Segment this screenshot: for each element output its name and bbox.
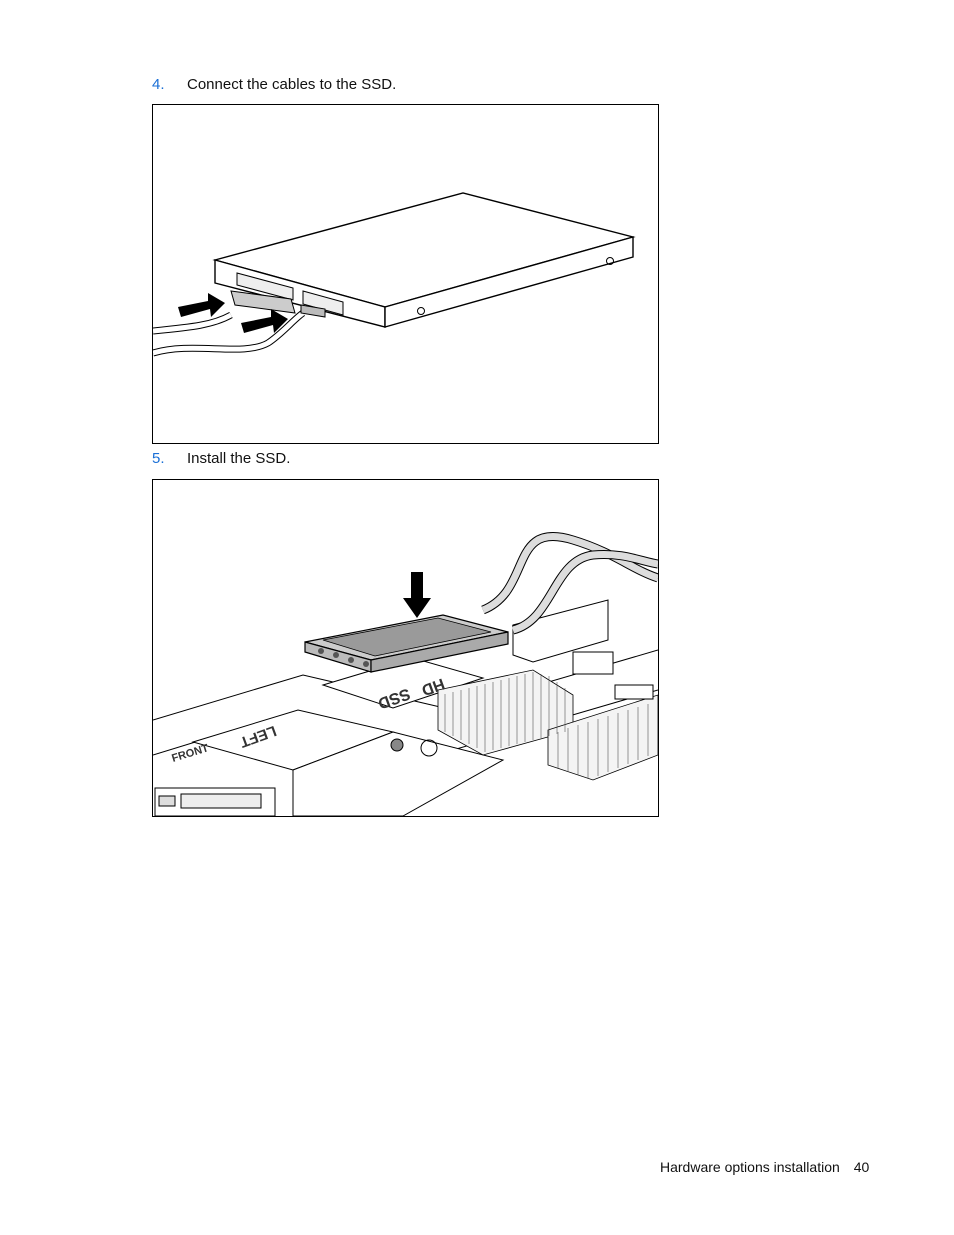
install-ssd-illustration: FRONT LEFT SSD HD <box>153 531 658 816</box>
footer-section: Hardware options installation <box>660 1159 840 1175</box>
figure-connect-cables <box>152 104 659 444</box>
hd-label: HD <box>419 674 447 698</box>
front-label: FRONT <box>170 742 210 765</box>
figure-install-ssd: FRONT LEFT SSD HD <box>152 479 659 817</box>
page-footer: Hardware options installation 40 <box>660 1159 869 1175</box>
ssd-cables-illustration <box>153 192 636 357</box>
step-number: 5. <box>152 450 165 467</box>
step-text: Connect the cables to the SSD. <box>187 76 397 93</box>
step-number: 4. <box>152 76 165 93</box>
step-text: Install the SSD. <box>187 450 291 467</box>
page-number: 40 <box>853 1159 870 1175</box>
